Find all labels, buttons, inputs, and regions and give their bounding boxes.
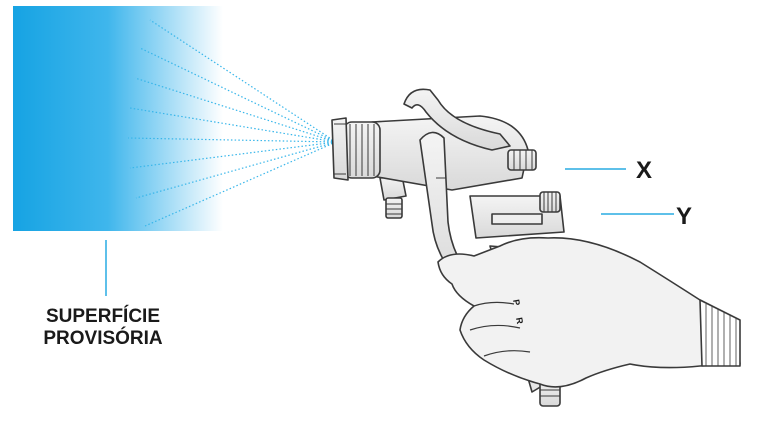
y-label: Y bbox=[676, 203, 692, 230]
surface-label-line2: PROVISÓRIA bbox=[43, 327, 163, 349]
surface-label-line1: SUPERFÍCIE bbox=[46, 305, 160, 327]
gloved-hand-icon bbox=[438, 238, 740, 387]
provisional-surface bbox=[13, 6, 223, 231]
x-label: X bbox=[636, 157, 652, 184]
